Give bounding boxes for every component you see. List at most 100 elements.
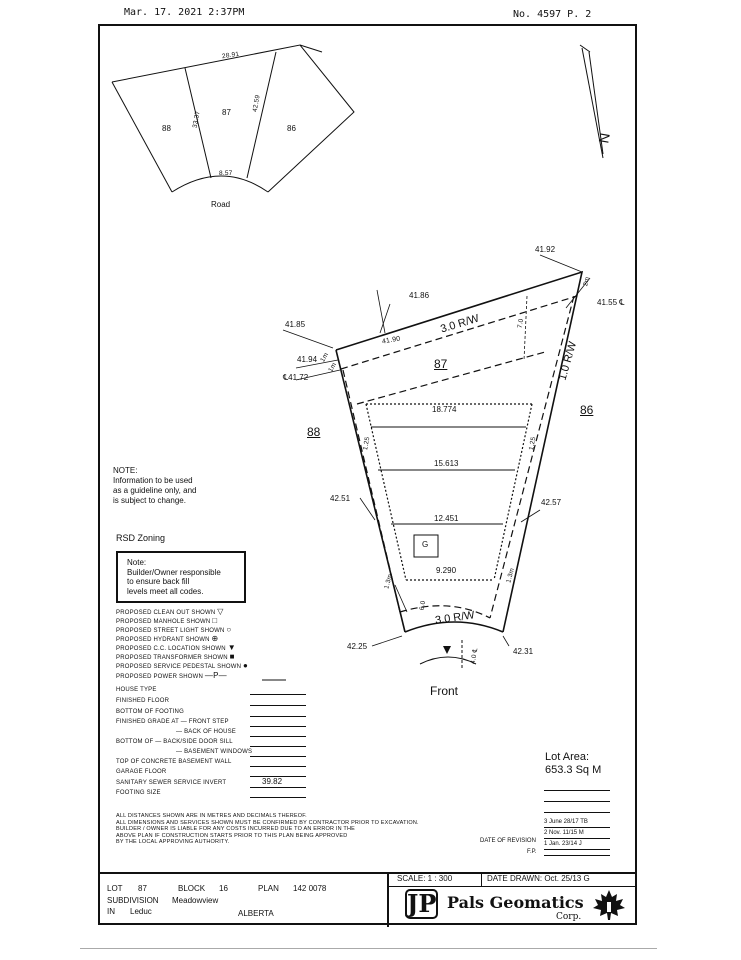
lot-number-label: 87 — [434, 357, 448, 371]
adjacent-lot-left: 88 — [307, 425, 321, 439]
field-line — [250, 716, 306, 717]
key-plan-extension — [299, 44, 323, 53]
field-line — [250, 776, 306, 777]
scale-label: SCALE: 1 : 300 — [397, 874, 453, 883]
legend-item: PROPOSED STREET LIGHT SHOWN ○ — [116, 625, 232, 634]
elev-mid-right: 42.57 — [541, 498, 562, 507]
lot-area-value: 653.3 Sq M — [545, 764, 602, 776]
manhole-icon: □ — [212, 616, 218, 625]
revision-row: 1 Jan. 23/14 J — [544, 839, 610, 850]
revision-row: 2 Nov. 11/15 M — [544, 828, 610, 839]
legend-item: PROPOSED TRANSFORMER SHOWN ■ — [116, 652, 235, 661]
cc-location-icon: ▼ — [227, 643, 236, 652]
field-line — [250, 746, 306, 747]
disclaimer-line: BY THE LOCAL APPROVING AUTHORITY. — [116, 839, 230, 845]
field-line — [250, 756, 306, 757]
zoning-label: RSD Zoning — [116, 533, 166, 543]
width-dimension-4: 9.290 — [436, 566, 457, 575]
key-plan-lot-line-left — [184, 67, 212, 179]
legend-item: PROPOSED HYDRANT SHOWN ⊕ — [116, 634, 219, 643]
revision-row: 3 June 28/17 TB — [544, 817, 610, 828]
elev-left-centerline: ℄41.72 — [283, 373, 309, 382]
road-label: Road — [211, 200, 231, 209]
north-arrow — [579, 44, 604, 159]
general-note-line: is subject to change. — [113, 496, 186, 505]
field-label: HOUSE TYPE — [116, 687, 157, 693]
garage-box — [413, 534, 439, 558]
elev-left-b: 41.94 — [297, 355, 318, 364]
subdivision-value: Meadowview — [172, 896, 219, 905]
field-line — [250, 787, 306, 788]
field-line — [250, 736, 306, 737]
key-plan-outline — [111, 44, 355, 193]
disclaimer-line: BUILDER / OWNER IS LIABLE FOR ANY COSTS … — [116, 826, 356, 832]
subdivision-label: SUBDIVISION — [107, 896, 159, 905]
lot-value: 87 — [138, 884, 147, 893]
builder-note-line: levels meet all codes. — [127, 586, 204, 596]
plan-label: PLAN — [258, 884, 279, 893]
elev-front-right: 42.31 — [513, 647, 534, 656]
municipality-value: Leduc — [130, 907, 152, 916]
field-label: — BASEMENT WINDOWS — [176, 749, 253, 755]
legend-item: PROPOSED CLEAN OUT SHOWN ▽ — [116, 607, 224, 616]
front-label: Front — [430, 684, 459, 698]
fax-bottom-rule — [80, 948, 657, 949]
clean-out-icon: ▽ — [217, 607, 224, 616]
power-icon: —P— — [204, 671, 227, 680]
field-label: BOTTOM OF FOOTING — [116, 709, 184, 715]
general-note-heading: NOTE: — [113, 466, 138, 475]
width-dimension-3: 12.451 — [434, 514, 459, 523]
lot-area-label: Lot Area: — [545, 751, 590, 763]
elev-right-centerline: 41.55 ℄ — [597, 298, 625, 307]
title-block-left — [98, 874, 389, 927]
disclaimer: ALL DISTANCES SHOWN ARE IN METRES AND DE… — [116, 813, 419, 846]
setback-lines — [340, 295, 578, 619]
width-dimension-2: 15.613 — [434, 459, 459, 468]
fp-label: F.P. — [527, 849, 537, 855]
transformer-icon: ■ — [229, 652, 235, 661]
area-line — [544, 790, 610, 791]
fp-line — [544, 855, 610, 856]
disclaimer-line: ALL DISTANCES SHOWN ARE IN METRES AND DE… — [116, 813, 307, 819]
general-note-line: as a guideline only, and — [113, 486, 197, 495]
front-curve-arc — [419, 656, 477, 665]
province-value: ALBERTA — [238, 909, 274, 918]
key-plan-lot-line-right — [246, 51, 277, 179]
elev-front-left: 42.25 — [347, 642, 368, 651]
in-label: IN — [107, 907, 115, 916]
fax-timestamp: Mar. 17. 2021 2:37PM — [124, 7, 245, 18]
field-label: GARAGE FLOOR — [116, 769, 167, 775]
general-note-line: Information to be used — [113, 476, 193, 485]
elev-top-mid: 41.86 — [409, 291, 430, 300]
area-line — [544, 812, 610, 813]
leader-lines — [282, 254, 591, 647]
field-line — [250, 766, 306, 767]
company-logo-badge: JP — [405, 889, 438, 919]
key-lot-88: 88 — [162, 124, 171, 133]
field-line — [250, 797, 306, 798]
revision-list: 3 June 28/17 TB 2 Nov. 11/15 M 1 Jan. 23… — [544, 817, 610, 850]
field-label: FINISHED FLOOR — [116, 698, 170, 704]
cc-location-marker — [443, 646, 451, 654]
disclaimer-line: ABOVE PLAN IF CONSTRUCTION STARTS PRIOR … — [116, 832, 348, 839]
garage-label: G — [422, 540, 429, 549]
field-label: SANITARY SEWER SERVICE INVERT — [116, 780, 227, 786]
company-suffix: Corp. — [556, 912, 582, 922]
elev-top-left: 41.85 — [285, 320, 306, 329]
adjacent-lot-right: 86 — [580, 403, 594, 417]
date-drawn: DATE DRAWN: Oct. 25/13 G — [487, 874, 590, 883]
street-light-icon: ○ — [226, 625, 232, 634]
disclaimer-line: ALL DIMENSIONS AND SERVICES SHOWN MUST B… — [116, 819, 419, 826]
key-dim-front: 8.57 — [219, 170, 233, 177]
key-plan-left-edge — [111, 81, 173, 193]
drawing-frame — [98, 24, 637, 925]
field-label: BOTTOM OF — BACK/SIDE DOOR SILL — [116, 739, 233, 745]
block-label: BLOCK — [178, 884, 206, 893]
lot-label: LOT — [107, 884, 123, 893]
title-block-cell-divider — [481, 874, 482, 886]
plan-value: 142 0078 — [293, 884, 327, 893]
builder-note-box: Note: Builder/Owner responsible to ensur… — [116, 551, 246, 603]
field-line — [250, 726, 306, 727]
field-line — [250, 694, 306, 695]
